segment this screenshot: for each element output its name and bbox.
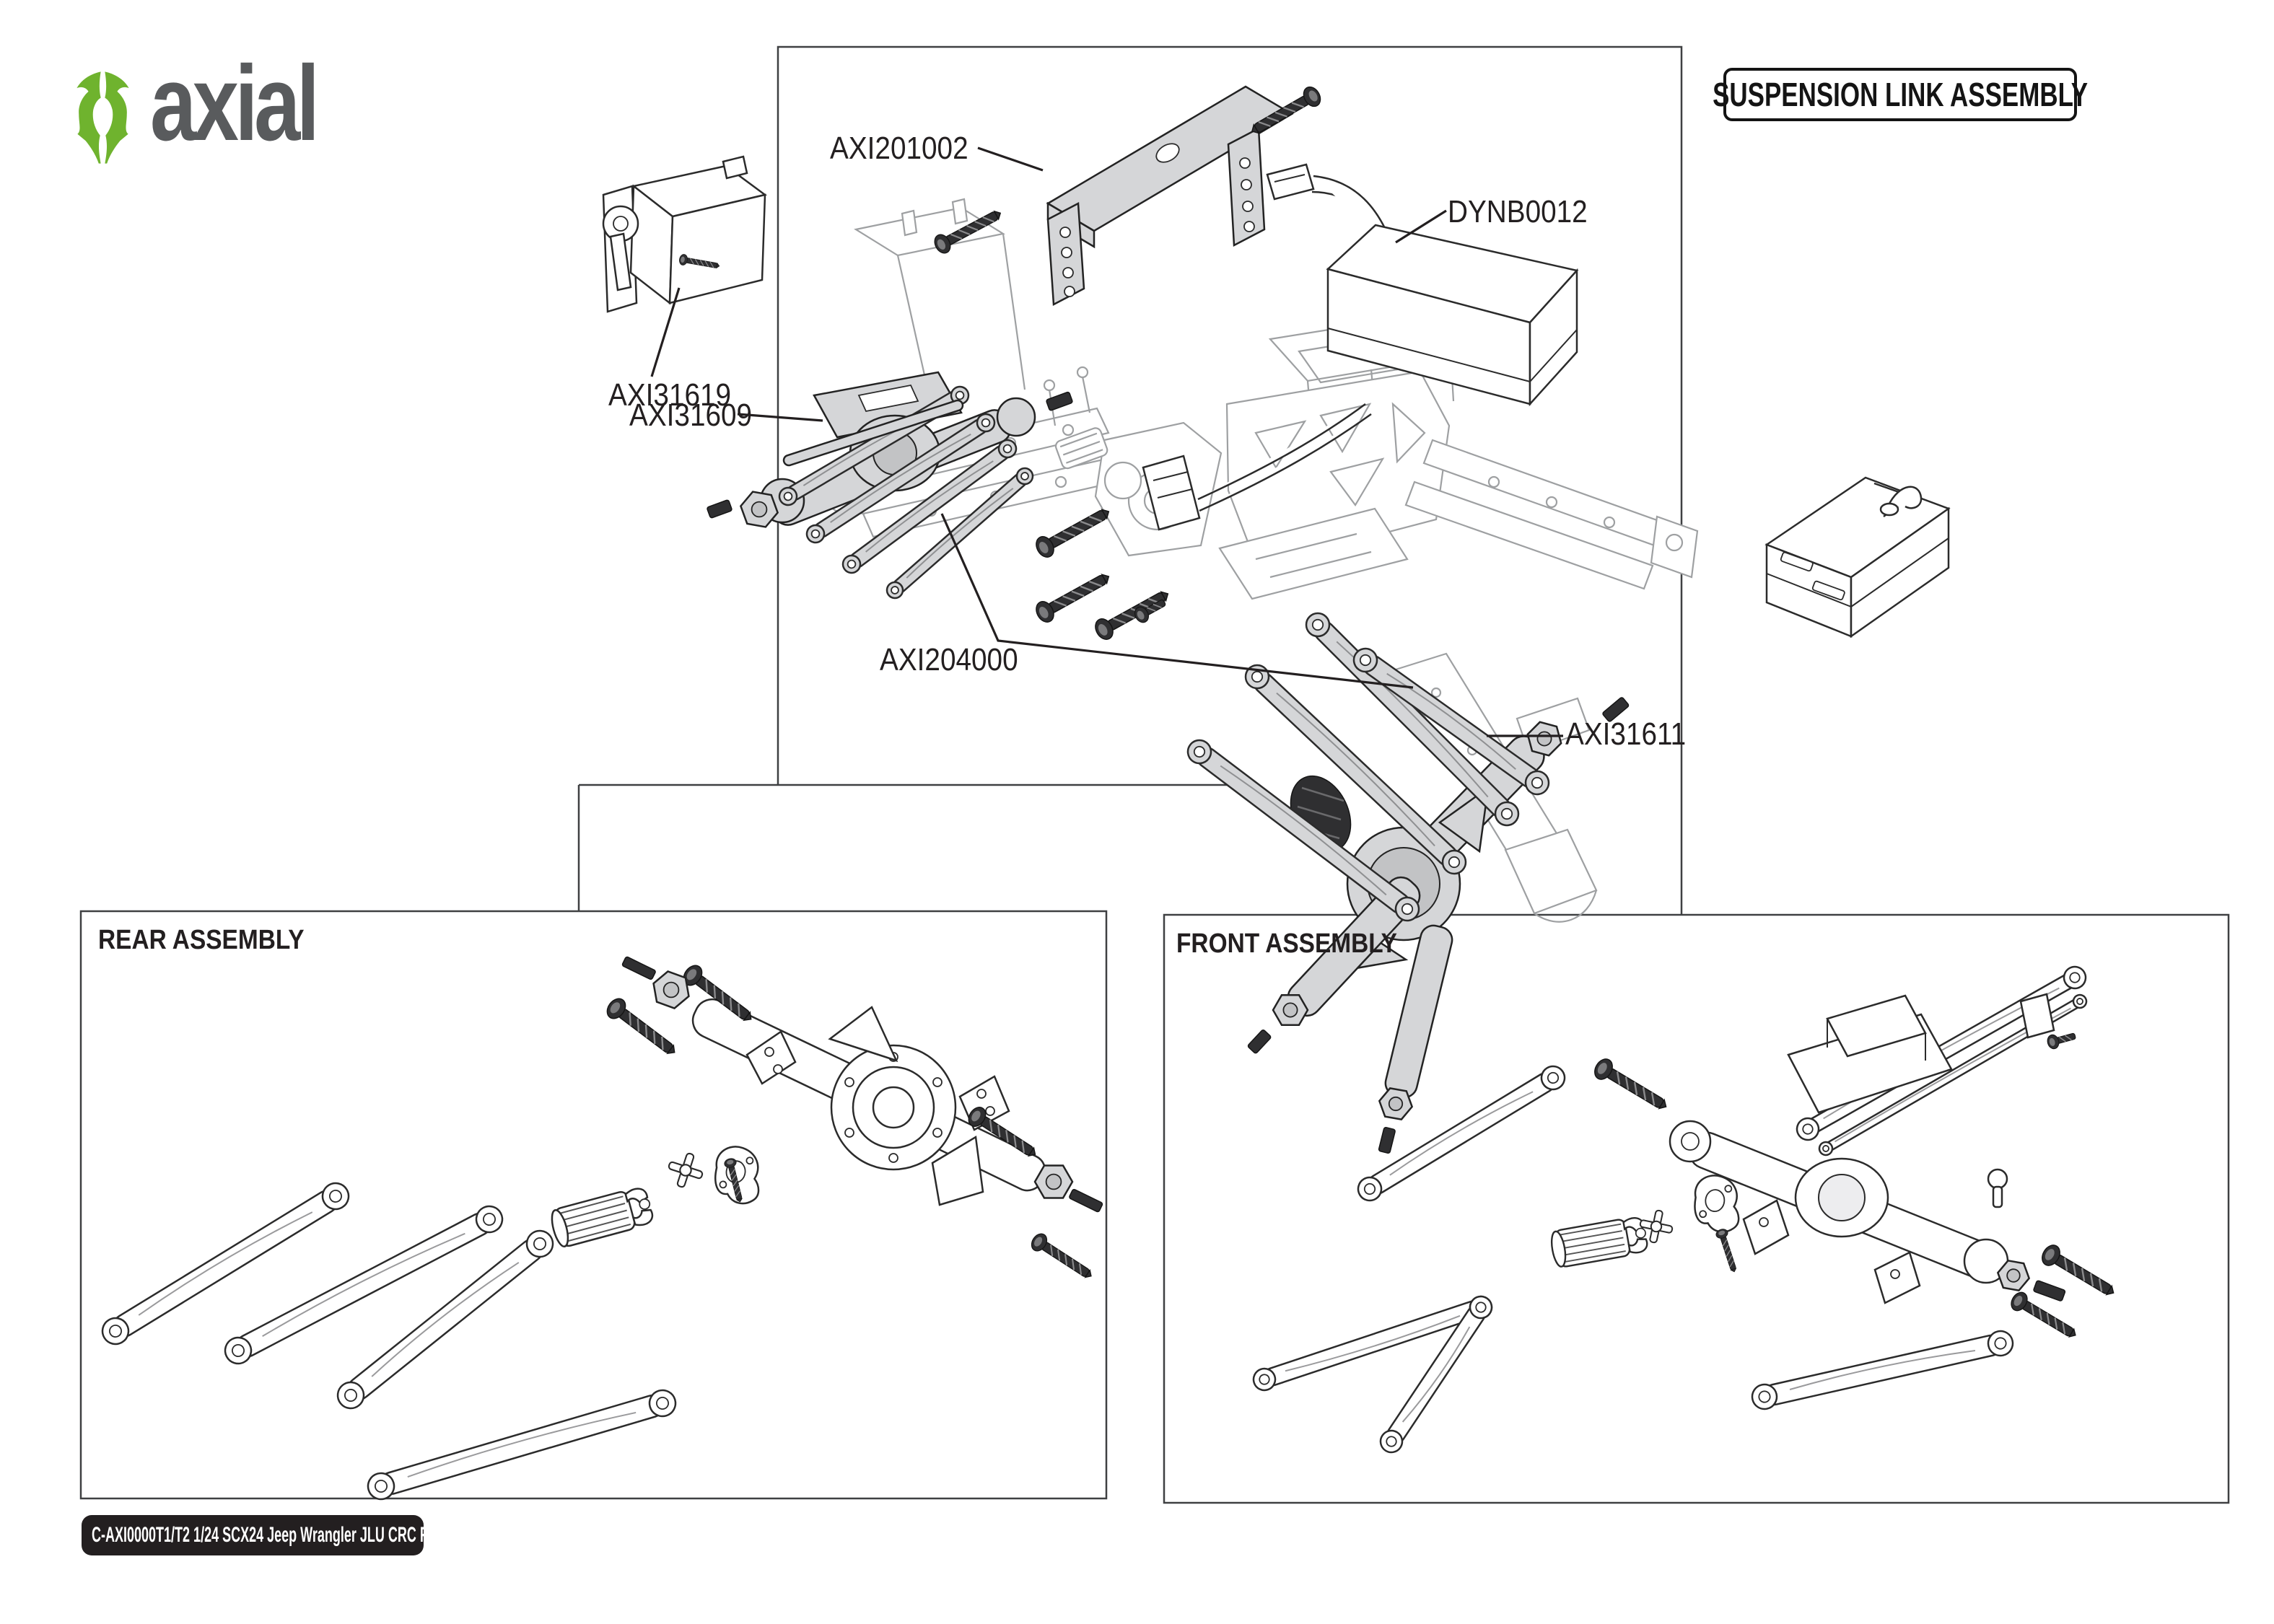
- leader-lines: [650, 146, 1563, 737]
- link-rod: [224, 1205, 504, 1365]
- screw: [1031, 566, 1115, 626]
- title-box: SUSPENSION LINK ASSEMBLY: [1713, 68, 2088, 121]
- axial-logo-icon: [76, 71, 129, 164]
- link-rod: [336, 1229, 554, 1410]
- axial-wordmark: axial: [150, 44, 320, 163]
- link-rod: [367, 1389, 677, 1501]
- link-rod: [1244, 664, 1467, 875]
- link-rod: [841, 439, 1018, 574]
- part-label-axi31619: AXI31619: [608, 377, 732, 413]
- screw: [1028, 1230, 1097, 1285]
- link-rod: [1357, 1065, 1566, 1202]
- body-mount-illustration: [1046, 85, 1294, 306]
- footer-part-code: C-AXI0000T1/T2 1/24 SCX24 Jeep Wrangler …: [82, 1515, 447, 1555]
- battery-illustration: [1142, 163, 1579, 531]
- servo-illustration: [602, 155, 767, 313]
- screw: [1714, 1227, 1741, 1275]
- part-label-axi201002: AXI201002: [830, 131, 968, 166]
- leader-axi201002: [977, 146, 1044, 172]
- screw: [2007, 1289, 2081, 1345]
- screw: [1590, 1055, 1673, 1118]
- rear-assembly-illustration: [547, 956, 1103, 1250]
- part-label-dynb0012: DYNB0012: [1448, 194, 1588, 229]
- link-rod: [1352, 647, 1550, 796]
- link-rod: [101, 1182, 350, 1346]
- front-assembly-illustration: [1548, 965, 2088, 1304]
- footer-part-code-text: C-AXI0000T1/T2 1/24 SCX24 Jeep Wrangler …: [92, 1523, 447, 1547]
- front-assembly-box: [1163, 913, 2230, 1504]
- screw: [2045, 1028, 2078, 1051]
- link-rod: [885, 467, 1034, 600]
- part-label-axi204000: AXI204000: [880, 642, 1018, 677]
- rear-axle-illustration: [1247, 697, 1630, 1154]
- receiver-box-illustration: [1764, 476, 1951, 638]
- leader-axi204000: [940, 513, 1414, 689]
- leader-axi31609: [737, 413, 823, 422]
- leader-axi31619: [650, 287, 681, 377]
- wheel-hexes-illustration: [652, 491, 2031, 1292]
- front-axle-illustration: [707, 371, 1073, 600]
- link-rod: [1818, 993, 2088, 1156]
- leader-dynb0012: [1395, 209, 1447, 244]
- link-rod: [1379, 1295, 1493, 1454]
- part-label-axi31609: AXI31609: [629, 398, 753, 433]
- front-assembly-title: FRONT ASSEMBLY: [1176, 929, 1397, 959]
- screw: [1090, 583, 1174, 644]
- screw: [1031, 501, 1115, 561]
- rear-assembly-box: [79, 910, 1108, 1500]
- rear-assembly-title: REAR ASSEMBLY: [98, 925, 305, 955]
- link-rod: [1186, 739, 1420, 922]
- page-title: SUSPENSION LINK ASSEMBLY: [1713, 76, 2088, 113]
- link-rod: [1751, 1330, 2014, 1410]
- link-rods-illustration: [101, 1065, 2014, 1501]
- section-borders: [79, 45, 2230, 1504]
- part-label-axi31611: AXI31611: [1565, 716, 1687, 752]
- suspension-links-illustration: [1186, 612, 1550, 922]
- link-rod: [805, 413, 996, 544]
